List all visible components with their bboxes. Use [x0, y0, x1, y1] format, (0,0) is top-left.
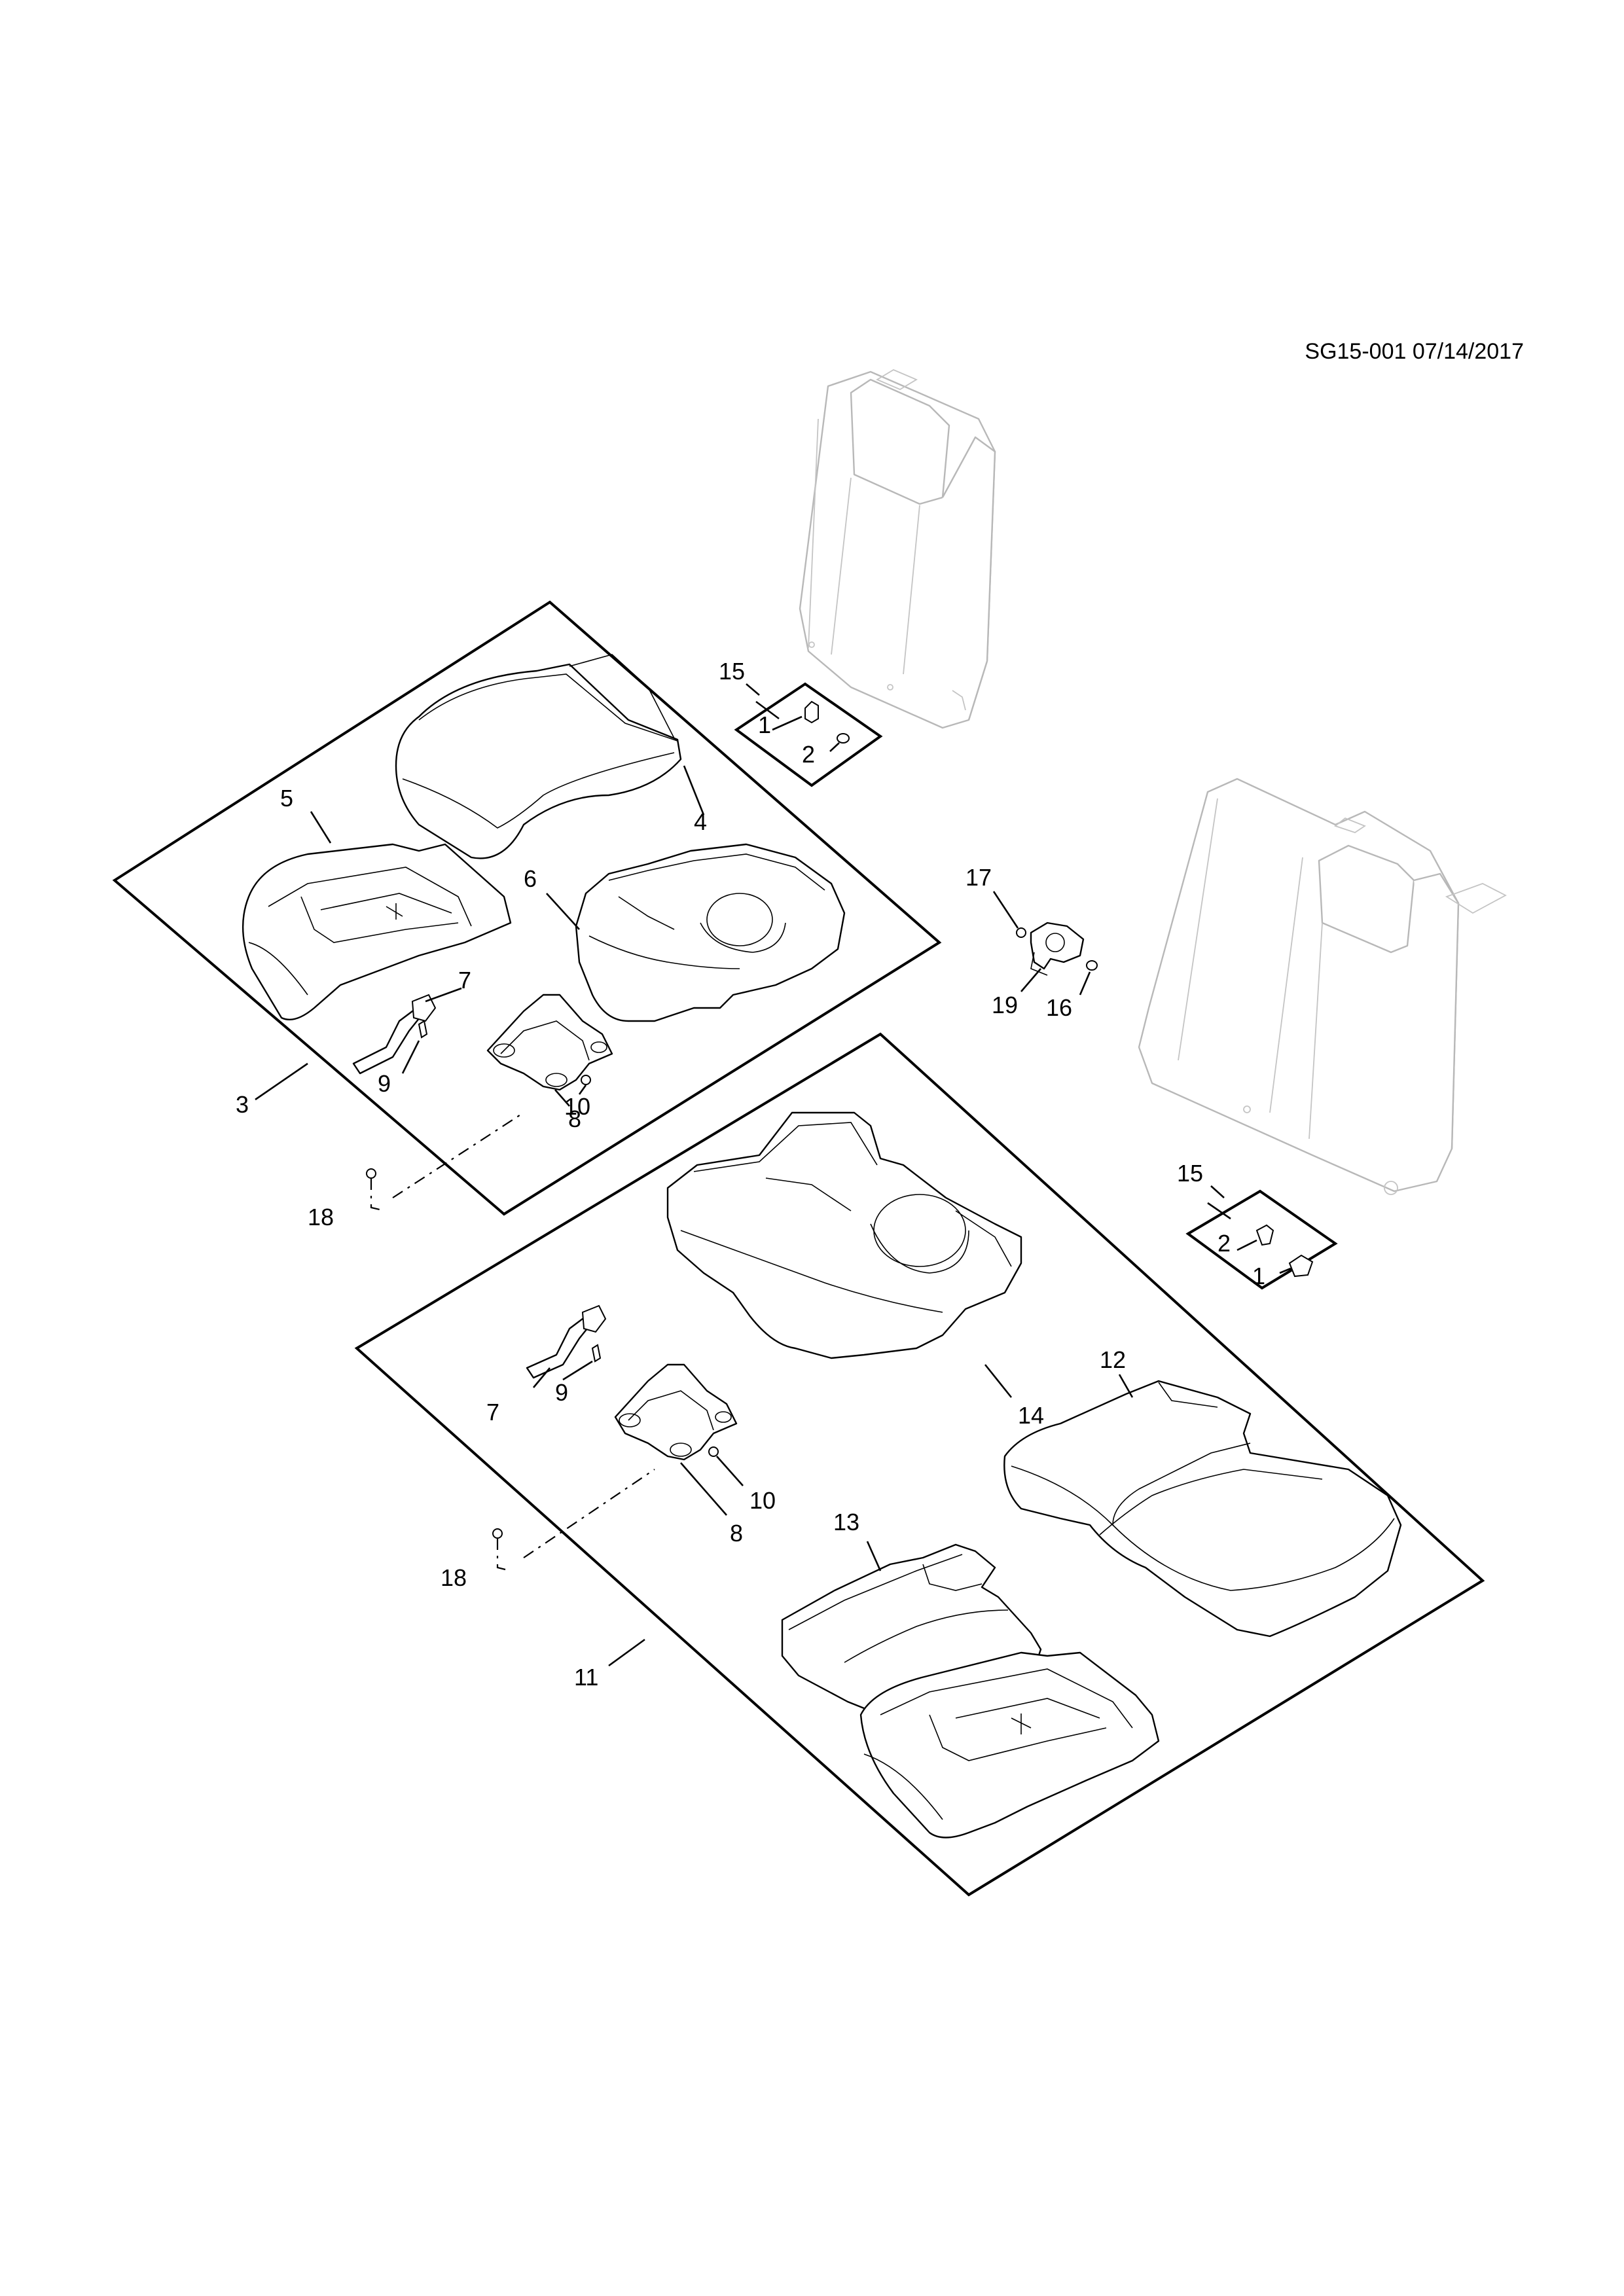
bolt-icon [1255, 1224, 1274, 1246]
part-5-seat-pan [242, 843, 512, 1021]
callout-18: 18 [441, 1564, 467, 1591]
centerline-18-lower [496, 1469, 655, 1571]
part-7-bracket [352, 994, 437, 1075]
callout-9: 9 [555, 1379, 568, 1406]
callout-8: 8 [568, 1105, 581, 1132]
callout-2: 2 [802, 741, 815, 768]
callout-10: 10 [564, 1093, 590, 1120]
part-10-nut-lower [708, 1446, 719, 1457]
callout-17: 17 [965, 864, 992, 891]
leader-lines [255, 683, 1225, 1667]
kit-frame-right [1185, 1189, 1338, 1290]
part-12-cushion [1003, 1380, 1402, 1638]
callout-15: 15 [1177, 1160, 1203, 1187]
callout-15: 15 [719, 658, 745, 685]
part-8-frame [486, 994, 613, 1091]
part-18-nut [366, 1168, 376, 1179]
assembly-3-frame [112, 600, 942, 1216]
kit-15-right [1185, 1189, 1338, 1290]
seat-pan-lower [859, 1651, 1160, 1839]
assembly-11 [354, 1032, 1485, 1897]
part-19-latch [1030, 922, 1085, 976]
kit-15-upper [734, 682, 883, 787]
assembly-11-frame [354, 1032, 1485, 1897]
callout-10: 10 [749, 1487, 776, 1514]
callout-19: 19 [992, 992, 1018, 1018]
clip-icon [1288, 1254, 1314, 1278]
part-16-washer [1086, 960, 1098, 971]
document-id: SG15-001 07/14/2017 [1305, 339, 1524, 364]
part-9-bolt [418, 1020, 428, 1039]
part-4-cushion [395, 654, 682, 859]
kit-frame-upper [734, 682, 883, 787]
callout-8: 8 [730, 1520, 743, 1547]
callout-6: 6 [524, 865, 537, 892]
part-9-bolt-lower [591, 1344, 602, 1363]
callout-11: 11 [574, 1664, 598, 1691]
assembly-3 [112, 600, 942, 1216]
callout-14: 14 [1018, 1402, 1044, 1429]
callout-1: 1 [758, 711, 771, 738]
part-7-bracket-lower [526, 1304, 607, 1379]
part-6-foam [575, 843, 846, 1022]
callout-5: 5 [280, 785, 293, 812]
callout-1: 1 [1252, 1263, 1265, 1289]
callout-2: 2 [1218, 1230, 1231, 1257]
callout-9: 9 [378, 1070, 391, 1097]
ghost-seatback-right [1138, 778, 1507, 1195]
clip-icon [804, 700, 819, 724]
ghost-seatback-upper [799, 368, 996, 729]
part-8-frame-lower [614, 1363, 738, 1461]
centerline-18 [370, 1112, 524, 1211]
bolt-icon [837, 733, 850, 744]
callout-16: 16 [1046, 994, 1072, 1021]
callout-18: 18 [308, 1204, 334, 1230]
callout-13: 13 [833, 1509, 859, 1535]
callout-4: 4 [694, 808, 707, 835]
callouts: 15 1 2 15 2 1 3 4 5 6 7 9 8 10 17 19 16 … [236, 658, 1265, 1691]
part-14-foam [666, 1111, 1022, 1359]
part-17-nut [1016, 927, 1026, 938]
callout-7: 7 [486, 1399, 499, 1426]
callout-12: 12 [1100, 1346, 1126, 1373]
part-18-nut-lower [492, 1528, 503, 1539]
callout-3: 3 [236, 1091, 249, 1118]
part-10-nut [581, 1075, 591, 1085]
callout-7: 7 [458, 967, 471, 994]
